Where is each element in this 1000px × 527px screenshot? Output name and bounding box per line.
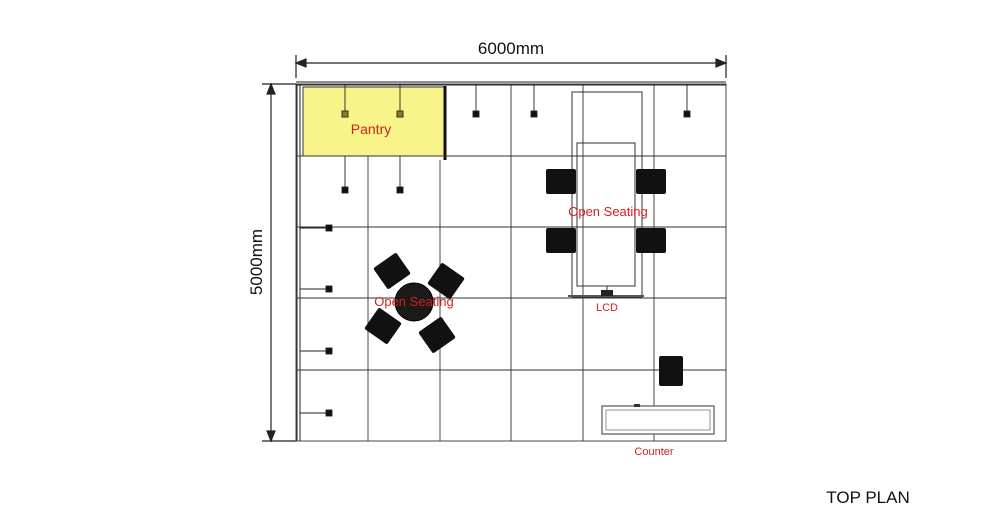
counter — [601, 404, 715, 435]
track-lights-pantry — [341, 156, 404, 194]
plan-title: TOP PLAN — [826, 488, 909, 507]
pantry-label: Pantry — [351, 121, 391, 137]
stool — [659, 356, 683, 386]
open-seating-right-label: Open Seating — [568, 204, 648, 219]
height-dimension — [262, 82, 296, 443]
width-dimension-label: 6000mm — [478, 39, 544, 58]
open-seating-left-label: Open Seating — [374, 294, 454, 309]
chairs-right — [546, 169, 666, 253]
table-left — [364, 253, 465, 353]
track-lights-top — [341, 84, 691, 118]
counter-label: Counter — [634, 446, 673, 458]
table-right — [568, 91, 644, 298]
lcd-label: LCD — [596, 302, 618, 314]
left-rail — [296, 84, 301, 441]
floor-grid — [295, 83, 727, 442]
width-dimension — [294, 55, 728, 78]
height-dimension-label: 5000mm — [247, 229, 266, 295]
track-lights-left — [300, 224, 333, 417]
